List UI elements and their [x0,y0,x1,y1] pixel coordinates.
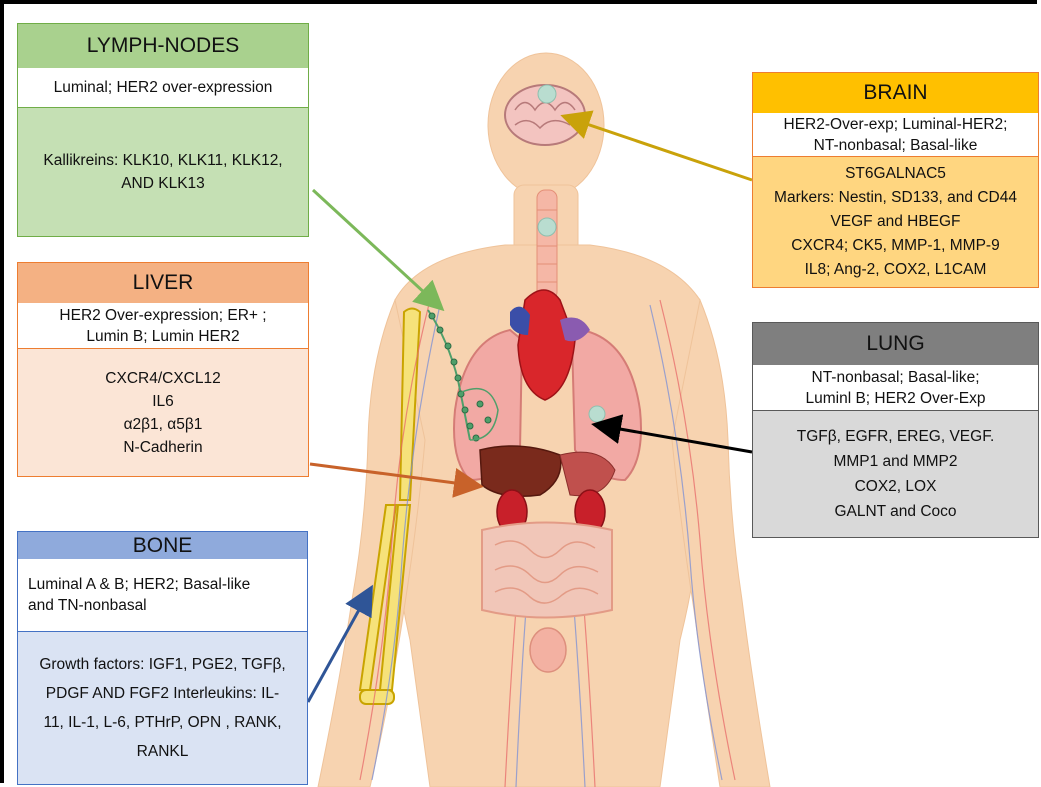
subtype-line: Luminl B; HER2 Over-Exp [805,388,985,409]
bone-markers: Growth factors: IGF1, PGE2, TGFβ, PDGF A… [18,632,307,784]
marker-line: Kallikreins: KLK10, KLK11, KLK12, [43,149,282,172]
trachea-organ [537,190,557,300]
marker-line: Markers: Nestin, SD133, and CD44 [774,186,1017,210]
marker-line: COX2, LOX [855,474,937,499]
lymph-nodes-title: LYMPH-NODES [18,24,308,68]
lymph-nodes-markers: Kallikreins: KLK10, KLK11, KLK12, AND KL… [18,108,308,236]
lymph-nodes-panel: LYMPH-NODES Luminal; HER2 over-expressio… [17,23,309,237]
lung-subtypes: NT-nonbasal; Basal-like; Luminl B; HER2 … [753,365,1038,411]
liver-panel: LIVER HER2 Over-expression; ER+ ; Lumin … [17,262,309,477]
subtype-line: HER2-Over-exp; Luminal-HER2; [784,114,1008,135]
marker-line: Growth factors: IGF1, PGE2, TGFβ, [39,650,285,679]
marker-line: VEGF and HBEGF [830,210,960,234]
lung-markers: TGFβ, EGFR, EREG, VEGF. MMP1 and MMP2 CO… [753,411,1038,537]
brain-subtypes: HER2-Over-exp; Luminal-HER2; NT-nonbasal… [753,113,1038,157]
lung-title: LUNG [753,323,1038,365]
liver-subtypes: HER2 Over-expression; ER+ ; Lumin B; Lum… [18,303,308,349]
marker-line: IL8; Ang-2, COX2, L1CAM [805,258,987,282]
lymph-nodes-subtypes: Luminal; HER2 over-expression [18,68,308,108]
lung-panel: LUNG NT-nonbasal; Basal-like; Luminl B; … [752,322,1039,538]
marker-line: AND KLK13 [121,172,205,195]
liver-organ [480,446,615,496]
brain-organ [505,85,585,145]
marker-line: MMP1 and MMP2 [833,449,957,474]
lymph-arrow [313,190,440,307]
bone-subtypes: Luminal A & B; HER2; Basal-like and TN-n… [18,559,307,632]
subtype-line: NT-nonbasal; Basal-like [814,135,978,156]
marker-line: α2β1, α5β1 [124,413,203,436]
bone-title: BONE [18,532,307,559]
brain-title: BRAIN [753,73,1038,113]
liver-markers: CXCR4/CXCL12 IL6 α2β1, α5β1 N-Cadherin [18,349,308,476]
brain-markers: ST6GALNAC5 Markers: Nestin, SD133, and C… [753,157,1038,287]
marker-line: IL6 [152,390,174,413]
marker-line: N-Cadherin [123,436,202,459]
marker-line: RANKL [137,737,189,766]
marker-line: CXCR4; CK5, MMP-1, MMP-9 [791,234,999,258]
subtype-line: HER2 Over-expression; ER+ ; [59,305,266,326]
marker-line: PDGF AND FGF2 Interleukins: IL- [46,679,279,708]
subtype-line: Luminal A & B; HER2; Basal-like [28,574,250,595]
marker-line: 11, IL-1, L-6, PTHrP, OPN , RANK, [43,708,281,737]
subtype-line: Lumin B; Lumin HER2 [86,326,239,347]
marker-line: GALNT and Coco [834,499,956,524]
brain-panel: BRAIN HER2-Over-exp; Luminal-HER2; NT-no… [752,72,1039,288]
liver-title: LIVER [18,263,308,303]
marker-line: TGFβ, EGFR, EREG, VEGF. [797,424,995,449]
bone-panel: BONE Luminal A & B; HER2; Basal-like and… [17,531,308,785]
subtype-line: NT-nonbasal; Basal-like; [812,367,980,388]
marker-line: CXCR4/CXCL12 [105,367,220,390]
marker-line: ST6GALNAC5 [845,162,946,186]
subtype-line: and TN-nonbasal [28,595,147,616]
